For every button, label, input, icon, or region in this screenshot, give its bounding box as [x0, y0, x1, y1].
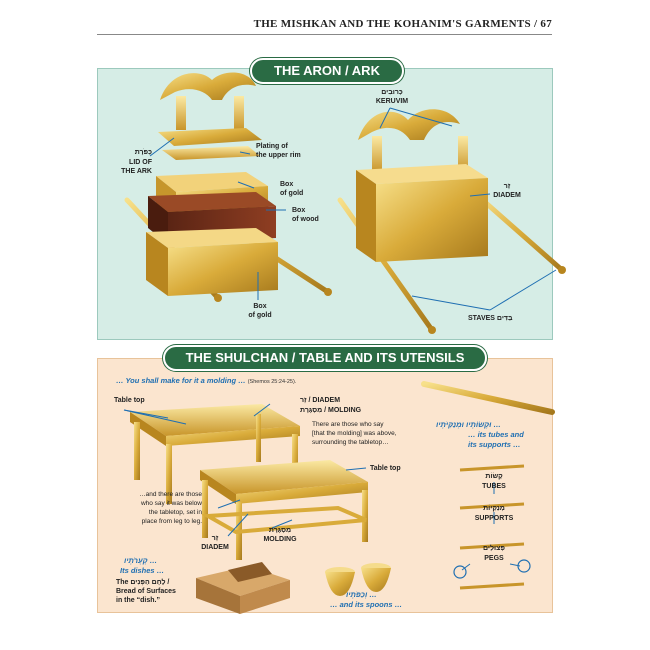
tubes-heb: קְשׂוֹת — [474, 472, 514, 481]
above-paragraph: There are those who say [that the moldin… — [312, 420, 422, 447]
keruvim-heb-label: כְּרוּבִים — [372, 88, 412, 97]
staves-label: STAVES בַּדִּים — [468, 314, 513, 323]
lechem-line: Bread of Surfaces — [116, 587, 176, 596]
box-gold-bottom-label: Box of gold — [246, 302, 274, 320]
supports-heb: מְנַקִּיוֹת — [468, 504, 520, 513]
supports-en: SUPPORTS — [468, 514, 520, 523]
verse-text: … You shall make for it a molding … — [116, 376, 246, 385]
misgeres-heb-2: מִסְגֶּרֶת — [258, 526, 302, 535]
plating-label: Plating of the upper rim — [256, 142, 301, 160]
pegs-heb: פְּצוּלִים — [470, 544, 518, 553]
zer-heb-2: זֵר — [200, 534, 230, 543]
tubes-en-top-1: … its tubes and — [468, 430, 524, 439]
table-top-label-2: Table top — [370, 464, 401, 473]
diadem-label-2: DIADEM — [196, 543, 234, 552]
kapores-heb-label: כַּפֹּרֶת — [112, 148, 152, 157]
keruvim-sculpture — [160, 72, 256, 100]
gold-box-outer — [168, 242, 278, 296]
verse-line: … You shall make for it a molding … (She… — [116, 376, 296, 385]
kapores-lid — [158, 128, 262, 146]
box-gold-bottom-line: Box — [246, 302, 274, 311]
kapos-heb-label: … וְכַפֹּתָיו — [346, 590, 377, 599]
above-line: surrounding the tabletop… — [312, 438, 422, 447]
plating-line: Plating of — [256, 142, 301, 151]
plating-line: the upper rim — [256, 151, 301, 160]
aron-banner: THE ARON / ARK — [250, 58, 404, 84]
lechem-line: The לֶחֶם הַפָּנִים / — [116, 578, 176, 587]
below-line: place from leg to leg. — [112, 517, 202, 526]
box-wood-label: Box of wood — [292, 206, 319, 224]
box-gold-top-line: Box — [280, 180, 303, 189]
kapores-en-line: LID OF — [100, 158, 152, 167]
aron-assembled — [340, 109, 566, 334]
its-dishes-label: Its dishes … — [120, 566, 164, 575]
stave — [478, 196, 562, 270]
box-gold-bottom-line: of gold — [246, 311, 274, 320]
pegs-en: PEGS — [470, 554, 518, 563]
tubes-heb-top: … וּקְשׂוֹתָיו וּמְנַקִּיֹּתָיו — [436, 420, 501, 429]
table-top-label-1: Table top — [114, 396, 145, 405]
box-wood-line: of wood — [292, 215, 319, 224]
above-line: [that the molding] was above, — [312, 429, 422, 438]
box-gold-top-line: of gold — [280, 189, 303, 198]
below-paragraph: …and there are those who say it was belo… — [112, 490, 202, 526]
verse-ref: (Shemos 25:24-25). — [248, 379, 297, 385]
aron-body — [376, 178, 488, 262]
staves-heb: בַּדִּים — [497, 315, 513, 322]
zer-heb-label: זֵר — [492, 182, 522, 191]
box-wood-line: Box — [292, 206, 319, 215]
below-line: …and there are those — [112, 490, 202, 499]
keruvim-en-label: KERUVIM — [372, 97, 412, 106]
zer-label: זֵר / DIADEM — [300, 396, 340, 405]
tubes-supports — [424, 384, 552, 604]
misgeres-label: מִסְגֶּרֶת / MOLDING — [300, 406, 361, 415]
lechem-line: in the “dish.” — [116, 596, 176, 605]
tubes-en: TUBES — [474, 482, 514, 491]
kaaros-heb-label: … קְעָרֹתָיו — [124, 556, 157, 565]
tubes-en-top-2: its supports … — [468, 440, 521, 449]
lechem-label: The לֶחֶם הַפָּנִים / Bread of Surfaces … — [116, 578, 176, 605]
kapores-en-line: THE ARK — [100, 167, 152, 176]
bread-dish — [196, 562, 290, 614]
box-gold-top-label: Box of gold — [280, 180, 303, 198]
zer-en-label: DIADEM — [488, 191, 526, 200]
staves-en: STAVES — [468, 315, 495, 322]
molding-label-2: MOLDING — [258, 535, 302, 544]
above-line: There are those who say — [312, 420, 422, 429]
its-spoons-label: … and its spoons … — [330, 600, 402, 609]
kapores-en-label: LID OF THE ARK — [100, 158, 152, 176]
shulchan-banner: THE SHULCHAN / TABLE AND ITS UTENSILS — [163, 345, 487, 371]
below-line: who say it was below — [112, 499, 202, 508]
below-line: the tabletop, set in — [112, 508, 202, 517]
